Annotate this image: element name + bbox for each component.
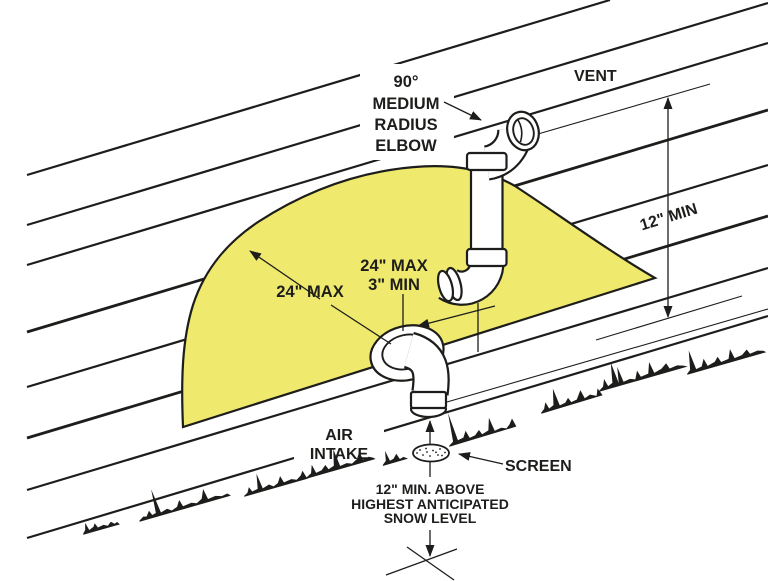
elbow-label-bg: [360, 64, 454, 160]
air-intake-label-bg: [294, 420, 384, 464]
snow-level-silhouette: [83, 349, 767, 535]
vent-height-extension-bottom: [595, 295, 743, 341]
air-intake-label-line2: INTAKE: [310, 446, 369, 463]
intake-elbow: [403, 334, 448, 396]
separation-dim-line2: 3" MIN: [368, 276, 420, 294]
elbow-note-line1: 90°: [394, 73, 419, 91]
screen-assembly: [412, 443, 450, 463]
vent-height-extension-top: [537, 83, 711, 135]
radius-leader-arrow: [249, 250, 321, 300]
air-intake-label-line1: AIR: [325, 427, 353, 444]
text-labels: 90° MEDIUM RADIUS ELBOW VENT 12" MIN 24"…: [276, 68, 699, 526]
elbow-leader-arrow: [443, 101, 482, 121]
vent-height-dim-label: 12" MIN: [638, 201, 700, 235]
vent-coupling-lower: [465, 247, 508, 268]
intake-mouth-collar: [409, 390, 448, 410]
air-intake-assembly: [369, 324, 450, 419]
vent-opening-inner-line: [517, 119, 523, 143]
screen-mesh-dots: [416, 447, 446, 457]
radius-dim-label: 24" MAX: [276, 283, 343, 301]
elbow-note-line4: ELBOW: [375, 137, 437, 155]
vent-coupling-upper: [465, 151, 508, 172]
snow-note-line2: HIGHEST ANTICIPATED: [351, 496, 509, 512]
screen-leader-arrow: [458, 452, 504, 465]
elbow-note-line3: RADIUS: [374, 116, 437, 134]
vent-label: VENT: [574, 68, 617, 85]
screen-ellipse: [412, 443, 450, 463]
separation-dim-line1: 24" MAX: [360, 257, 427, 275]
clearance-zone: [181, 165, 658, 429]
snow-note-line1: 12" MIN. ABOVE: [376, 481, 485, 497]
vent-wall-end: [436, 269, 455, 303]
vent-terminal-opening: [512, 117, 535, 146]
vent-pipe-assembly: [436, 110, 540, 306]
separation-arrow: [417, 305, 496, 328]
dimension-lines: [249, 83, 743, 557]
radius-leader-tail: [330, 304, 392, 345]
screen-label: SCREEN: [505, 458, 572, 475]
elbow-note-line2: MEDIUM: [373, 95, 440, 113]
snow-note-line3: SNOW LEVEL: [384, 510, 477, 526]
grade-x-marker: [385, 546, 458, 581]
